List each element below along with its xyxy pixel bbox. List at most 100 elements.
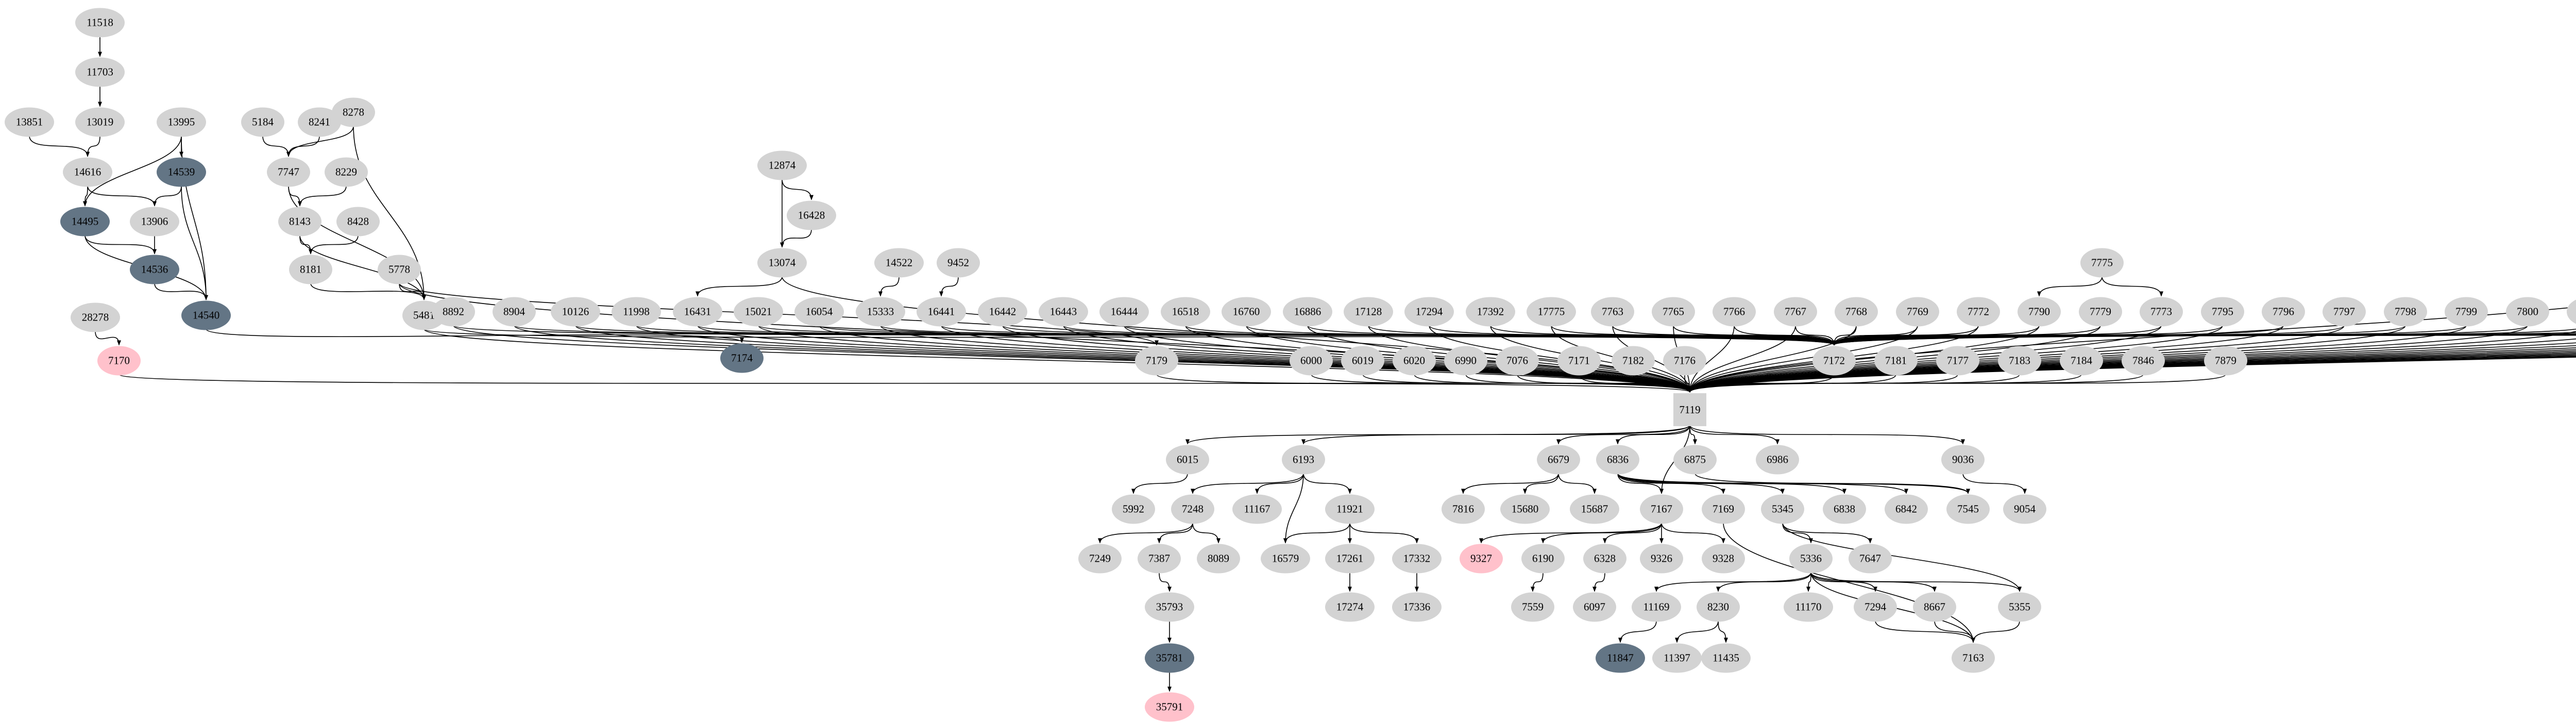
node-13019[interactable]: 13019 bbox=[75, 107, 125, 137]
node-35793[interactable]: 35793 bbox=[1145, 592, 1194, 622]
node-15687[interactable]: 15687 bbox=[1570, 494, 1619, 524]
node-7879[interactable]: 7879 bbox=[2204, 346, 2247, 376]
node-7170[interactable]: 7170 bbox=[97, 346, 141, 376]
node-9326[interactable]: 9326 bbox=[1640, 544, 1683, 574]
node-17775[interactable]: 17775 bbox=[1527, 297, 1576, 327]
node-8278[interactable]: 8278 bbox=[332, 97, 375, 127]
node-8181[interactable]: 8181 bbox=[289, 255, 332, 284]
node-8089[interactable]: 8089 bbox=[1197, 544, 1240, 574]
node-8904[interactable]: 8904 bbox=[493, 297, 536, 327]
node-7179[interactable]: 7179 bbox=[1135, 346, 1178, 376]
node-7176[interactable]: 7176 bbox=[1663, 346, 1706, 376]
node-16441[interactable]: 16441 bbox=[917, 297, 966, 327]
node-7796[interactable]: 7796 bbox=[2262, 297, 2305, 327]
node-35791[interactable]: 35791 bbox=[1145, 692, 1194, 722]
node-12874[interactable]: 12874 bbox=[757, 150, 807, 180]
node-5992[interactable]: 5992 bbox=[1112, 494, 1155, 524]
node-6875[interactable]: 6875 bbox=[1673, 445, 1717, 475]
node-10126[interactable]: 10126 bbox=[551, 297, 600, 327]
node-16760[interactable]: 16760 bbox=[1222, 297, 1271, 327]
node-7172[interactable]: 7172 bbox=[1812, 346, 1856, 376]
node-8143[interactable]: 8143 bbox=[278, 207, 321, 237]
node-5778[interactable]: 5778 bbox=[378, 255, 421, 284]
node-16428[interactable]: 16428 bbox=[787, 200, 836, 230]
node-7169[interactable]: 7169 bbox=[1702, 494, 1745, 524]
node-6836[interactable]: 6836 bbox=[1596, 445, 1639, 475]
node-7174[interactable]: 7174 bbox=[720, 343, 764, 373]
node-6019[interactable]: 6019 bbox=[1341, 346, 1384, 376]
node-28278[interactable]: 28278 bbox=[71, 302, 120, 332]
node-15333[interactable]: 15333 bbox=[856, 297, 905, 327]
node-6679[interactable]: 6679 bbox=[1537, 445, 1580, 475]
node-11435[interactable]: 11435 bbox=[1701, 643, 1751, 673]
node-7767[interactable]: 7767 bbox=[1774, 297, 1817, 327]
node-11998[interactable]: 11998 bbox=[612, 297, 661, 327]
node-17261[interactable]: 17261 bbox=[1325, 544, 1375, 574]
node-5184[interactable]: 5184 bbox=[241, 107, 284, 137]
node-7177[interactable]: 7177 bbox=[1936, 346, 1979, 376]
node-8892[interactable]: 8892 bbox=[432, 297, 475, 327]
node-11170[interactable]: 11170 bbox=[1784, 592, 1833, 622]
node-6190[interactable]: 6190 bbox=[1521, 544, 1565, 574]
node-6015[interactable]: 6015 bbox=[1166, 445, 1209, 475]
node-5345[interactable]: 5345 bbox=[1761, 494, 1804, 524]
node-35781[interactable]: 35781 bbox=[1145, 643, 1194, 673]
node-9327[interactable]: 9327 bbox=[1460, 544, 1503, 574]
node-7183[interactable]: 7183 bbox=[1998, 346, 2041, 376]
node-14540[interactable]: 14540 bbox=[181, 300, 231, 330]
node-11397[interactable]: 11397 bbox=[1652, 643, 1702, 673]
node-7816[interactable]: 7816 bbox=[1442, 494, 1485, 524]
node-16518[interactable]: 16518 bbox=[1161, 297, 1210, 327]
node-8667[interactable]: 8667 bbox=[1913, 592, 1956, 622]
node-17336[interactable]: 17336 bbox=[1392, 592, 1442, 622]
node-6328[interactable]: 6328 bbox=[1583, 544, 1626, 574]
node-13906[interactable]: 13906 bbox=[130, 207, 179, 237]
node-7387[interactable]: 7387 bbox=[1138, 544, 1181, 574]
node-7790[interactable]: 7790 bbox=[2018, 297, 2061, 327]
node-14536[interactable]: 14536 bbox=[130, 255, 179, 284]
node-11167[interactable]: 11167 bbox=[1232, 494, 1282, 524]
node-7184[interactable]: 7184 bbox=[2060, 346, 2103, 376]
node-7779[interactable]: 7779 bbox=[2079, 297, 2122, 327]
node-6020[interactable]: 6020 bbox=[1393, 346, 1436, 376]
node-17392[interactable]: 17392 bbox=[1466, 297, 1515, 327]
node-11169[interactable]: 11169 bbox=[1632, 592, 1681, 622]
node-7795[interactable]: 7795 bbox=[2201, 297, 2244, 327]
node-11703[interactable]: 11703 bbox=[75, 57, 125, 87]
node-9452[interactable]: 9452 bbox=[937, 248, 980, 278]
node-13995[interactable]: 13995 bbox=[157, 107, 206, 137]
node-7119[interactable]: 7119 bbox=[1673, 393, 1706, 426]
node-7768[interactable]: 7768 bbox=[1835, 297, 1878, 327]
node-8229[interactable]: 8229 bbox=[325, 157, 368, 187]
node-13851[interactable]: 13851 bbox=[5, 107, 54, 137]
node-5336[interactable]: 5336 bbox=[1789, 544, 1833, 574]
node-11518[interactable]: 11518 bbox=[75, 8, 125, 38]
node-16054[interactable]: 16054 bbox=[794, 297, 844, 327]
node-16886[interactable]: 16886 bbox=[1283, 297, 1332, 327]
node-6000[interactable]: 6000 bbox=[1290, 346, 1333, 376]
node-6986[interactable]: 6986 bbox=[1756, 445, 1799, 475]
node-5355[interactable]: 5355 bbox=[1998, 592, 2041, 622]
node-7181[interactable]: 7181 bbox=[1874, 346, 1918, 376]
node-7747[interactable]: 7747 bbox=[267, 157, 310, 187]
node-7766[interactable]: 7766 bbox=[1713, 297, 1756, 327]
node-7769[interactable]: 7769 bbox=[1896, 297, 1939, 327]
node-13074[interactable]: 13074 bbox=[757, 248, 807, 278]
node-7545[interactable]: 7545 bbox=[1946, 494, 1990, 524]
node-7846[interactable]: 7846 bbox=[2122, 346, 2165, 376]
node-7182[interactable]: 7182 bbox=[1612, 346, 1655, 376]
node-8230[interactable]: 8230 bbox=[1697, 592, 1740, 622]
node-7559[interactable]: 7559 bbox=[1511, 592, 1554, 622]
node-11847[interactable]: 11847 bbox=[1596, 643, 1645, 673]
node-6193[interactable]: 6193 bbox=[1282, 445, 1325, 475]
node-7763[interactable]: 7763 bbox=[1591, 297, 1634, 327]
node-14616[interactable]: 14616 bbox=[63, 157, 112, 187]
node-7773[interactable]: 7773 bbox=[2140, 297, 2183, 327]
node-7163[interactable]: 7163 bbox=[1952, 643, 1995, 673]
node-7647[interactable]: 7647 bbox=[1849, 544, 1892, 574]
node-7765[interactable]: 7765 bbox=[1652, 297, 1695, 327]
node-6838[interactable]: 6838 bbox=[1823, 494, 1866, 524]
node-7294[interactable]: 7294 bbox=[1854, 592, 1897, 622]
node-17332[interactable]: 17332 bbox=[1392, 544, 1442, 574]
node-15021[interactable]: 15021 bbox=[734, 297, 783, 327]
